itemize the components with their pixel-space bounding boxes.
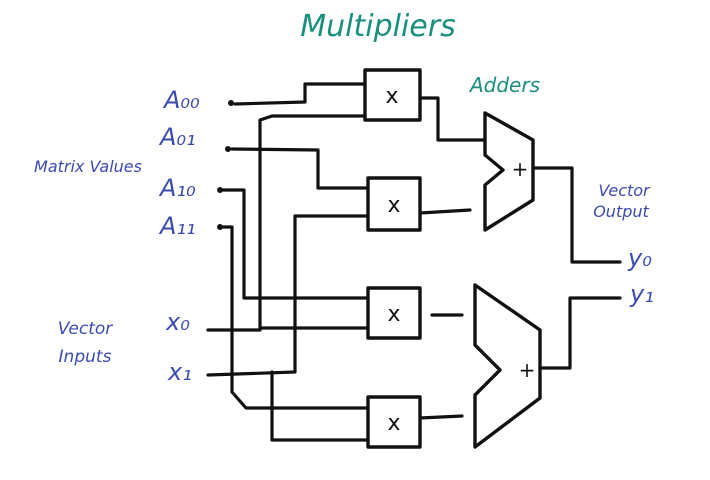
wire-x0-to-mult1 [206, 114, 367, 332]
adder-symbol-1: + [512, 157, 529, 181]
multiplier-symbol-3: x [387, 302, 400, 327]
vector-output-label-line1: Vector [598, 181, 651, 200]
multipliers-title: Multipliers [300, 9, 455, 44]
wire-adder1-to-y0 [531, 166, 622, 264]
wire-adder2-to-y1 [538, 296, 622, 370]
adder-symbol-2: + [519, 358, 536, 382]
pin-a11 [217, 224, 223, 230]
adder-shape-2 [473, 283, 542, 449]
wire-a00-to-mult1 [233, 82, 367, 106]
wire-x1-to-mult4 [270, 370, 370, 442]
matrix-input-a01: A₀₁ [158, 123, 196, 151]
vector-output-label-line2: Output [593, 202, 649, 221]
wire-mult1-to-adder1 [418, 96, 487, 142]
multiplier-symbol-2: x [387, 193, 400, 218]
vector-inputs-label-line2: Inputs [59, 347, 112, 367]
multiplier-box-1 [363, 68, 422, 122]
matrix-input-a00: A₀₀ [162, 86, 200, 114]
multiplier-box-2 [366, 176, 422, 232]
vector-inputs-label-line1: Vector [58, 319, 114, 339]
matrix-values-label: Matrix Values [34, 157, 142, 176]
output-y0: y₀ [627, 244, 652, 272]
wire-mult2-to-adder1 [418, 208, 472, 215]
output-y1: y₁ [629, 280, 654, 308]
wire-a01-to-mult2 [230, 147, 370, 190]
matrix-input-a11: A₁₁ [158, 212, 196, 240]
wire-a10-to-mult3 [221, 188, 370, 300]
wire-x1-to-mult2 [206, 214, 370, 377]
vector-input-x0: x₀ [165, 308, 190, 336]
multiplier-box-3 [366, 286, 422, 340]
multiplier-box-4 [366, 395, 422, 449]
wire-a11-to-mult4 [221, 225, 370, 410]
vector-input-x1: x₁ [167, 358, 192, 386]
adder-shape-1 [483, 111, 535, 232]
pin-a00 [228, 100, 234, 106]
multiplier-symbol-4: x [387, 411, 400, 436]
wire-mult4-to-adder2 [418, 414, 464, 420]
multiplier-symbol-1: x [385, 84, 398, 109]
pin-a10 [217, 187, 223, 193]
pin-a01 [225, 146, 231, 152]
matrix-input-a10: A₁₀ [158, 174, 196, 202]
adders-label: Adders [468, 73, 540, 97]
